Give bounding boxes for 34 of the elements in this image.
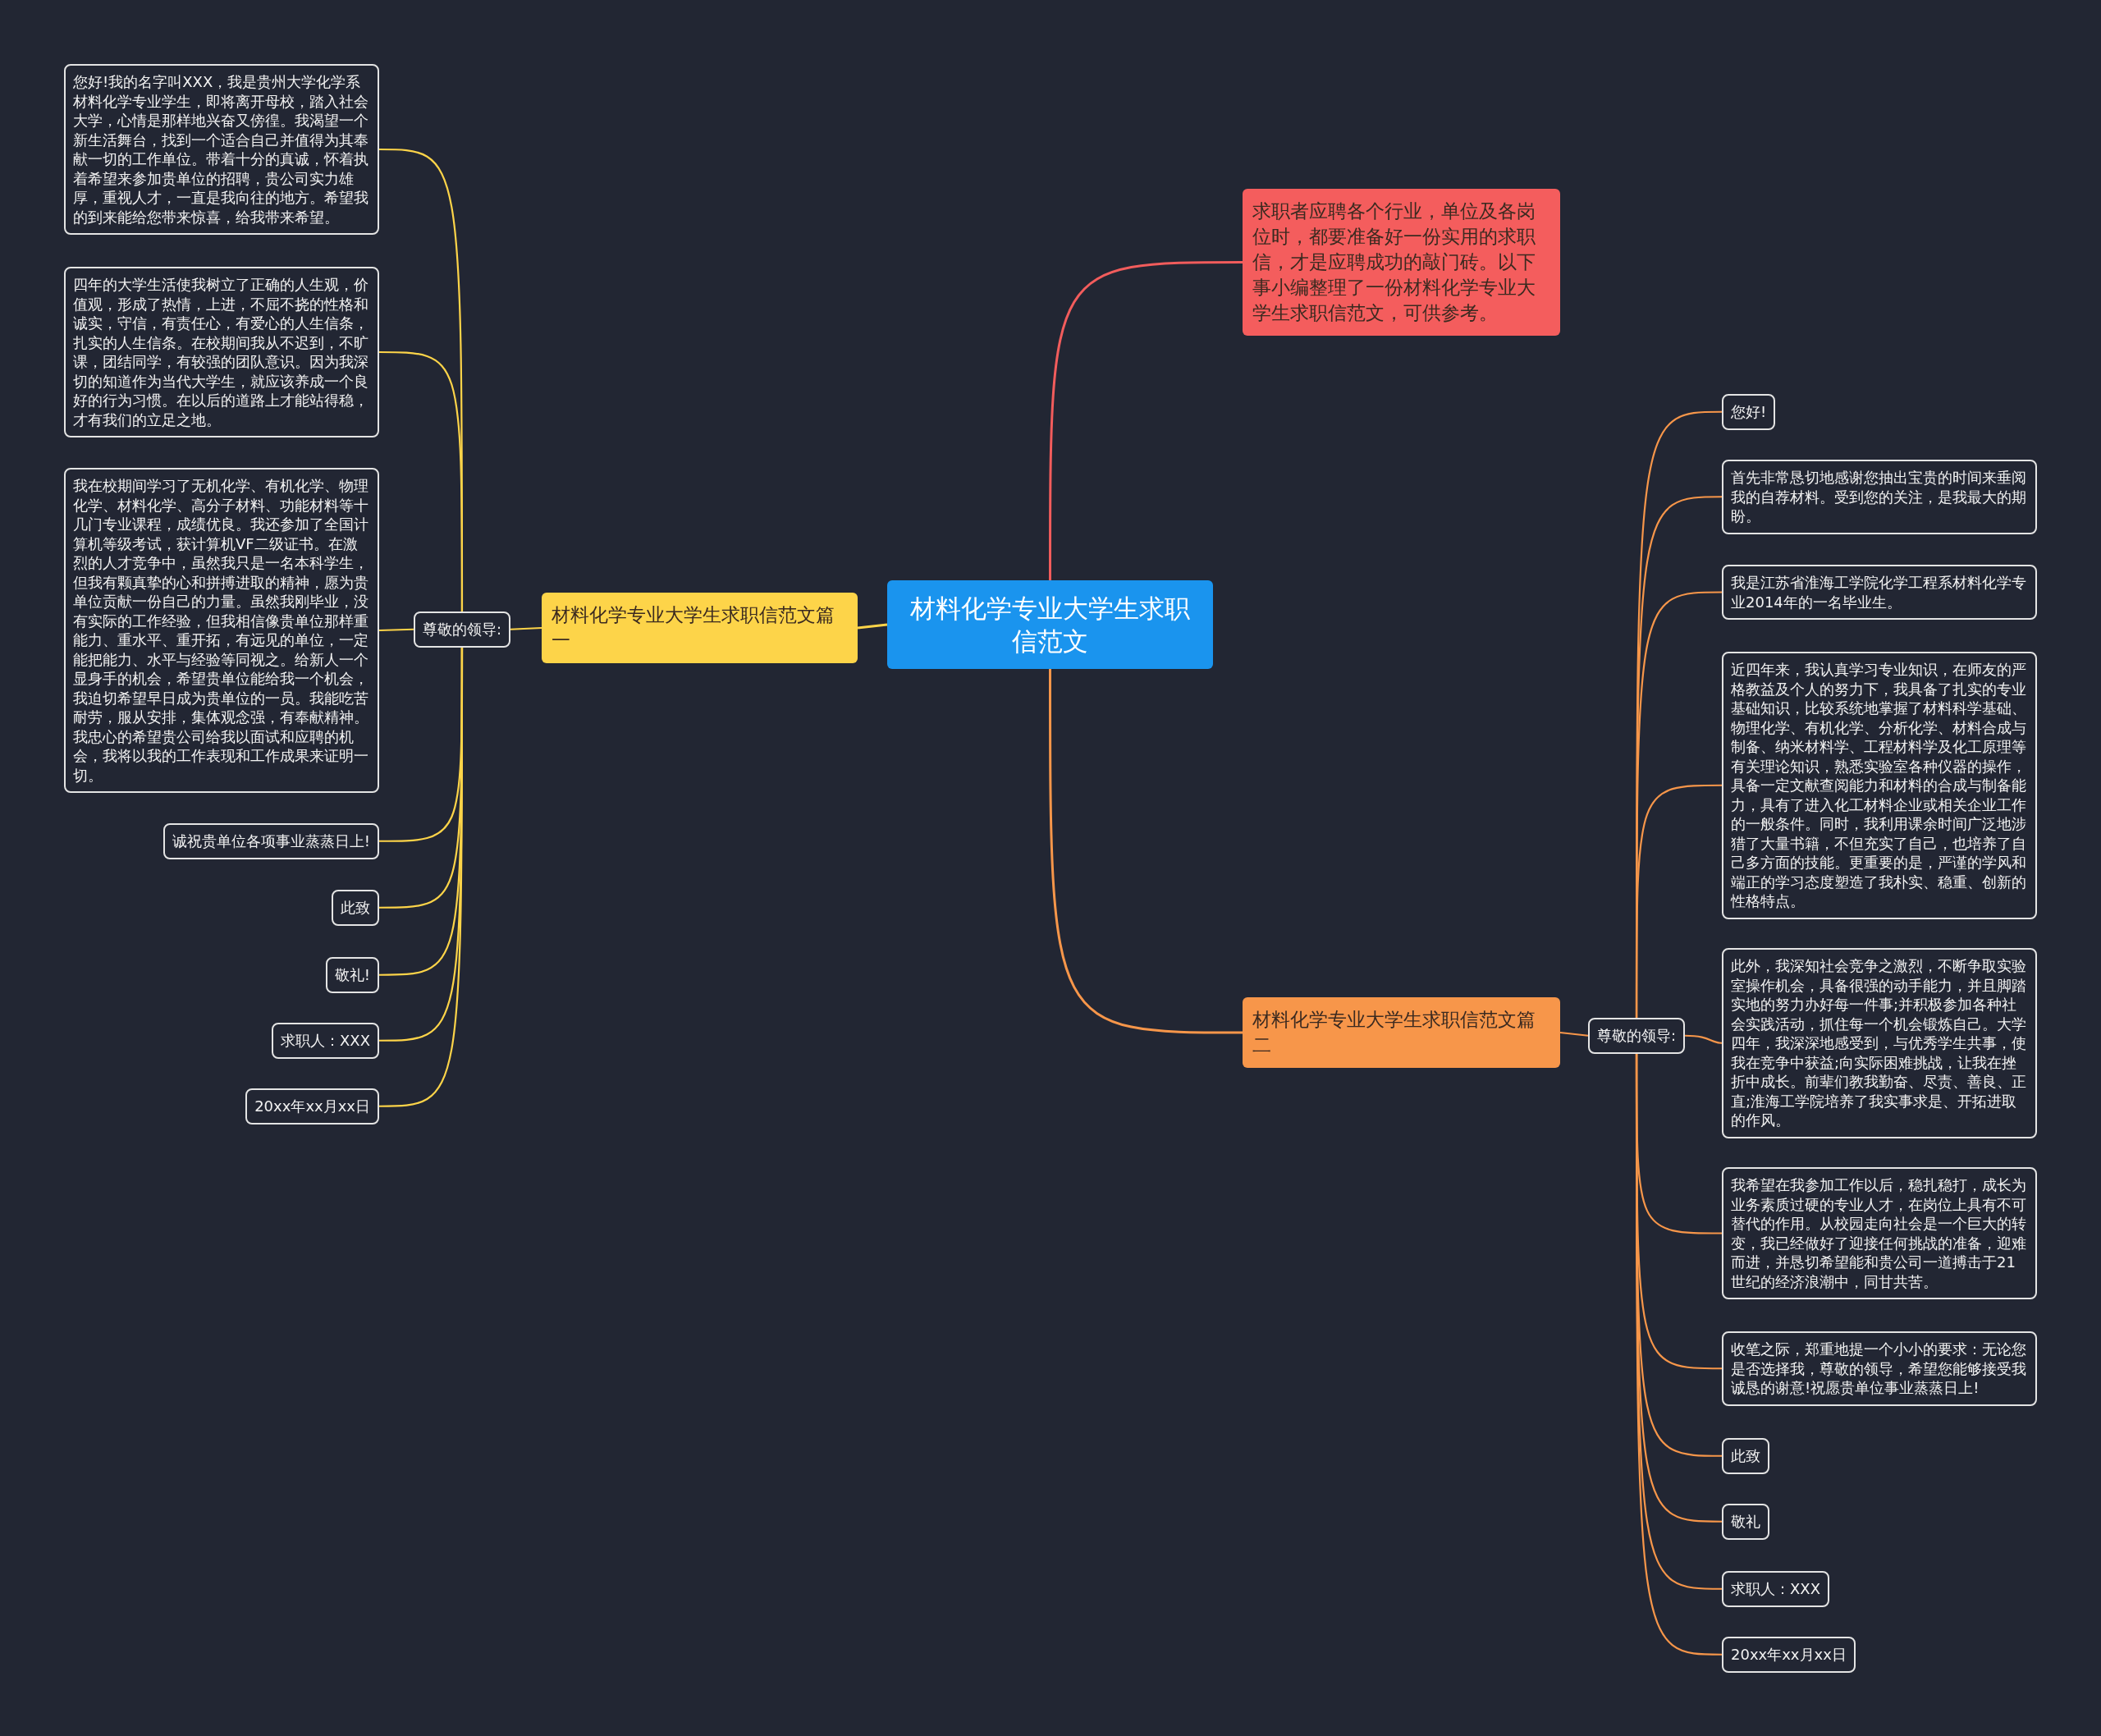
- connector-line: [857, 623, 888, 630]
- text-box: 诚祝贵单位各项事业蒸蒸日上!: [162, 823, 379, 859]
- connector-line: [379, 350, 464, 611]
- connector-line: [510, 626, 542, 630]
- connector-line: [1635, 784, 1722, 1018]
- text-box: 20xx年xx月xx日: [1722, 1637, 1856, 1673]
- text-box: 您好!: [1722, 394, 1776, 430]
- text-box: 求职人：XXX: [1722, 1571, 1829, 1607]
- connector-line: [1559, 1031, 1589, 1037]
- paragraph-box: 首先非常恳切地感谢您抽出宝贵的时间来垂阅我的自荐材料。受到您的关注，是我最大的期盼。: [1722, 460, 2037, 534]
- paragraph-box: 您好!我的名字叫XXX，我是贵州大学化学系材料化学专业学生，即将离开母校，踏入社会大学，心情是那样地兴奋又傍徨。我渴望一个新生活舞台，找到一个适合自己并值得为其奉献一切的工作单位。带着十分的真诚，怀着执着希望来参加贵单位的招聘，贵公司实力雄厚，重视人才，一直是我向往的地方。希望我的到来能给您带来惊喜，给我带来希望。: [64, 64, 379, 235]
- paragraph-box: 我在校期间学习了无机化学、有机化学、物理化学、材料化学、高分子材料、功能材料等十几门专业课程，成绩优良。我还参加了全国计算机等级考试，获计算机VF二级证书。在激烈的人才竞争中，虽然我只是一名本科学生，但我有颗真挚的心和拼搏进取的精神，愿为贵单位贡献一份自己的力量。虽然我刚毕业，没有实际的工作经验，但我相信像贵单位那样重能力、重水平、重开拓，有远见的单位，一定能把能力、水平与经验等同视之。给新人一个显身手的机会，希望贵单位能给我一个机会，我迫切希望早日成为贵单位的一员。我能吃苦耐劳，服从安排，集体观念强，有奉献精神。我忠心的希望贵公司给我以面试和应聘的机会，我将以我的工作表现和工作成果来证明一切。: [64, 468, 379, 793]
- paragraph-box: 我希望在我参加工作以后，稳扎稳打，成长为业务素质过硬的专业人才，在岗位上具有不可替代的作用。从校园走向社会是一个巨大的转变，我已经做好了迎接任何挑战的准备，迎难而进，并恳切希望能和贵公司一道搏击于21世纪的经济浪潮中，同甘共苦。: [1722, 1167, 2037, 1299]
- paragraph-box: 近四年来，我认真学习专业知识，在师友的严格教益及个人的努力下，我具备了扎实的专业基础知识，比较系统地掌握了材料科学基础、物理化学、有机化学、分析化学、材料合成与制备、纳米材料学、工程材料学及化工原理等有关理论知识，熟悉实验室各种仪器的操作，具备一定文献查阅能力和材料的合成与制备能力，具有了进入化工材料企业或相关企业工作的一般条件。同时，我利用课余时间广泛地涉猎了大量书籍，不但充实了自己，也培养了自己多方面的技能。更重要的是，严谨的学风和端正的学习态度塑造了我朴实、稳重、创新的性格特点。: [1722, 652, 2037, 919]
- connector-line: [1049, 669, 1243, 1034]
- paragraph-box: 我是江苏省淮海工学院化学工程系材料化学专业2014年的一名毕业生。: [1722, 565, 2037, 620]
- topic-box: 材料化学专业大学生求职信范文: [887, 580, 1213, 669]
- text-box: 此致: [1722, 1438, 1769, 1474]
- connector-line: [378, 628, 414, 632]
- paragraph-box: 收笔之际，郑重地提一个小小的要求：无论您是否选择我，尊敬的领导，希望您能够接受我诚恳的谢意!祝愿贵单位事业蒸蒸日上!: [1722, 1331, 2037, 1406]
- connector-line: [1049, 261, 1243, 580]
- intro-box: 求职者应聘各个行业，单位及各岗位时，都要准备好一份实用的求职信，才是应聘成功的敲门砖。以下事小编整理了一份材料化学专业大学生求职信范文，可供参考。: [1243, 189, 1560, 336]
- text-box: 敬礼!: [325, 957, 379, 993]
- greeting-box: 尊敬的领导:: [413, 611, 510, 648]
- text-box: 敬礼: [1722, 1504, 1769, 1540]
- connector-line: [1685, 1034, 1723, 1044]
- branch-box: 材料化学专业大学生求职信范文篇一: [542, 593, 858, 663]
- greeting-box: 尊敬的领导:: [1588, 1018, 1686, 1054]
- text-box: 20xx年xx月xx日: [245, 1088, 379, 1125]
- text-box: 求职人：XXX: [272, 1023, 379, 1059]
- text-box: 此致: [332, 890, 379, 926]
- branch-box: 材料化学专业大学生求职信范文篇二: [1243, 997, 1560, 1068]
- paragraph-box: 此外，我深知社会竞争之激烈，不断争取实验室操作机会，具备很强的动手能力，并且脚踏实地的努力办好每一件事;并积极参加各种社会实践活动，抓住每一个机会锻炼自己。大学四年，我深深地感受到，与优秀学生共事，使我在竞争中获益;向实际困难挑战，让我在挫折中成长。前辈们教我勤奋、尽责、善良、正直;淮海工学院培养了我实事求是、开拓进取的作风。: [1722, 948, 2037, 1138]
- paragraph-box: 四年的大学生活使我树立了正确的人生观，价值观，形成了热情，上进，不屈不挠的性格和诚实，守信，有责任心，有爱心的人生信条，扎实的人生信条。在校期间我从不迟到，不旷课，团结同学，有较强的团队意识。因为我深切的知道作为当代大学生，就应该养成一个良好的行为习惯。在以后的道路上才能站得稳，才有我们的立足之地。: [64, 267, 379, 437]
